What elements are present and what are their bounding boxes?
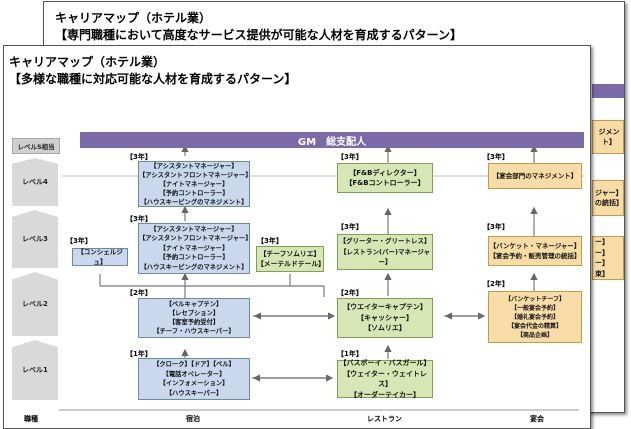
role: 【婚礼宴会予約】: [510, 313, 559, 321]
role: 【ソムリエ】: [364, 324, 406, 333]
role: 【宴会部門のマネジメント】: [492, 171, 578, 180]
box-concierge: 【コンシェルジュ】: [72, 248, 128, 266]
role: 【一般宴会予約】: [510, 304, 559, 312]
back-slide-title: キャリアマップ（ホテル業）: [55, 11, 212, 25]
box-restaurant-l1: 【バスボーイ・バスガール】 【ウェイター・ウェイトレス】 【オーダーテイカー】: [337, 359, 433, 399]
back-fragment: ー】: [595, 238, 609, 246]
box-restaurant-l3: 【グリーター・グリートレス】 【レストラン(バー)マネージャー】: [337, 234, 433, 270]
years-lodging-l2: 【2年】: [126, 289, 152, 297]
role: 【コンシェルジュ】: [77, 247, 123, 267]
box-lodging-l1: 【クローク】【ドア】【ベル】 【電話オペレーター】 【インフォメーション】 【ハ…: [138, 358, 250, 400]
role: 【メーテルドテール】: [257, 260, 325, 268]
role: 【ナイトマネージャー】: [159, 180, 229, 188]
role: 【ウェイター・ウェイトレス】: [343, 369, 427, 389]
years-lodging-l3: 【3年】: [126, 215, 152, 223]
box-banquet-l4: 【宴会部門のマネジメント】: [488, 163, 582, 189]
role: 【ハウスキーピングのマネジメント】: [140, 263, 248, 271]
role: 【チーフ・ハウスキーパー】: [153, 328, 235, 335]
back-box-banquet-l4: ジメント】: [592, 120, 624, 154]
role: 【ハウスキーパー】: [165, 389, 223, 397]
level-badge-1: レベル1: [12, 340, 58, 400]
role: 【宴会代金の精算】: [507, 322, 562, 330]
role: 【レセプション】: [168, 310, 220, 317]
years-banquet-l3: 【3年】: [483, 223, 509, 231]
back-fragment: ジメント】: [598, 127, 620, 147]
role: 【ハウスキーピングのマネジメント】: [140, 198, 248, 206]
back-box-banquet-l2: ー】ー】ー】束】: [592, 236, 624, 280]
years-banquet-l4: 【3年】: [483, 153, 509, 161]
years-sommelier: 【3年】: [257, 237, 283, 245]
axis-label: 職種: [24, 415, 38, 423]
role: 【F&Bコントローラー】: [345, 179, 425, 187]
level-badge-3: レベル3: [12, 210, 58, 268]
front-slide-subtitle: 【多様な職種に対応可能な人材を育成するパターン】: [9, 72, 297, 86]
axis-column-restaurant: レストラン: [367, 415, 402, 423]
box-banquet-l2: 【バンケットチーフ】 【一般宴会予約】 【婚礼宴会予約】 【宴会代金の精算】 【…: [488, 291, 582, 343]
role: 【商品企画】: [516, 331, 553, 339]
role: 【クローク】【ドア】【ベル】: [153, 361, 235, 368]
role: 【アシスタントマネージャー】: [150, 225, 238, 233]
role: 【オーダーテイカー】: [350, 390, 420, 399]
back-fragment: ー】: [595, 248, 609, 257]
role: 【予約コントローラー】: [159, 254, 229, 262]
back-fragment: ー】: [595, 259, 609, 267]
role: 【インフォメーション】: [159, 380, 229, 387]
role: 【チーフソムリエ】: [259, 249, 321, 258]
years-banquet-l2: 【2年】: [483, 280, 509, 288]
years-concierge: 【3年】: [66, 237, 92, 245]
years-lodging-l4: 【3年】: [126, 153, 152, 161]
role: 【バンケットチーフ】: [505, 295, 565, 303]
axis-column-banquet: 宴会: [530, 415, 544, 423]
role: 【アシスタントフロントマネージャー】: [139, 171, 252, 179]
role: 【ベルキャプテン】: [165, 301, 223, 308]
role: 【グリーター・グリートレス】: [339, 237, 431, 246]
box-restaurant-l2: 【ウエイターキャプテン】 【キャッシャー】 【ソムリエ】: [337, 298, 433, 338]
front-slide-title: キャリアマップ（ホテル業）: [9, 55, 166, 69]
level-badge-4: レベル4: [12, 158, 58, 206]
back-gm-bar: [592, 84, 624, 98]
years-rest-l3: 【3年】: [337, 223, 363, 231]
front-slide: キャリアマップ（ホテル業） 【多様な職種に対応可能な人材を育成するパターン】: [3, 45, 591, 429]
years-rest-l1: 【1年】: [337, 350, 363, 358]
back-slide-subtitle: 【専門職種において高度なサービス提供が可能な人材を育成するパターン】: [55, 28, 463, 42]
box-sommelier: 【チーフソムリエ】 【メーテルドテール】: [256, 246, 325, 272]
back-fragment: ジャー】: [595, 188, 623, 197]
role: 【F&Bディレクター】: [349, 168, 421, 177]
role: 【予約コントローラー】: [159, 189, 229, 197]
level-badge-2: レベル2: [12, 272, 58, 336]
role: 【アシスタントマネージャー】: [150, 162, 238, 170]
role: 【キャッシャー】: [357, 313, 413, 322]
role: 【客室予約受付】: [168, 319, 220, 326]
years-rest-l4: 【3年】: [337, 153, 363, 161]
back-box-banquet-l3: ジャー】の統括】: [592, 180, 624, 216]
box-banquet-l3: 【バンケット・マネージャー】 【宴会予約・販売管理の統括】: [488, 236, 582, 266]
role: 【アシスタントフロントマネージャー】: [139, 235, 252, 243]
level-badge-5: レベル5相当: [12, 138, 60, 154]
years-lodging-l1: 【1年】: [126, 350, 152, 358]
back-fragment: 束】: [595, 269, 609, 278]
role: 【バンケット・マネージャー】: [489, 241, 581, 250]
role: 【ナイトマネージャー】: [159, 244, 229, 252]
box-lodging-l3: 【アシスタントマネージャー】 【アシスタントフロントマネージャー】 【ナイトマネ…: [138, 223, 252, 274]
box-restaurant-l4: 【F&Bディレクター】 【F&Bコントローラー】: [337, 163, 433, 193]
box-lodging-l4: 【アシスタントマネージャー】 【アシスタントフロントマネージャー】 【ナイトマネ…: [138, 161, 252, 207]
box-lodging-l2: 【ベルキャプテン】 【レセプション】 【客室予約受付】 【チーフ・ハウスキーパー…: [138, 298, 250, 338]
role: 【レストラン(バー)マネージャー】: [340, 247, 430, 267]
years-rest-l2: 【2年】: [337, 289, 363, 297]
gm-bar: GM 総支配人: [80, 132, 584, 148]
axis-column-lodging: 宿泊: [186, 415, 200, 423]
role: 【バスボーイ・バスガール】: [339, 359, 431, 367]
back-fragment: の統括】: [595, 199, 623, 207]
role: 【ウエイターキャプテン】: [343, 303, 427, 312]
role: 【宴会予約・販売管理の統括】: [489, 252, 581, 260]
role: 【電話オペレーター】: [162, 370, 226, 378]
